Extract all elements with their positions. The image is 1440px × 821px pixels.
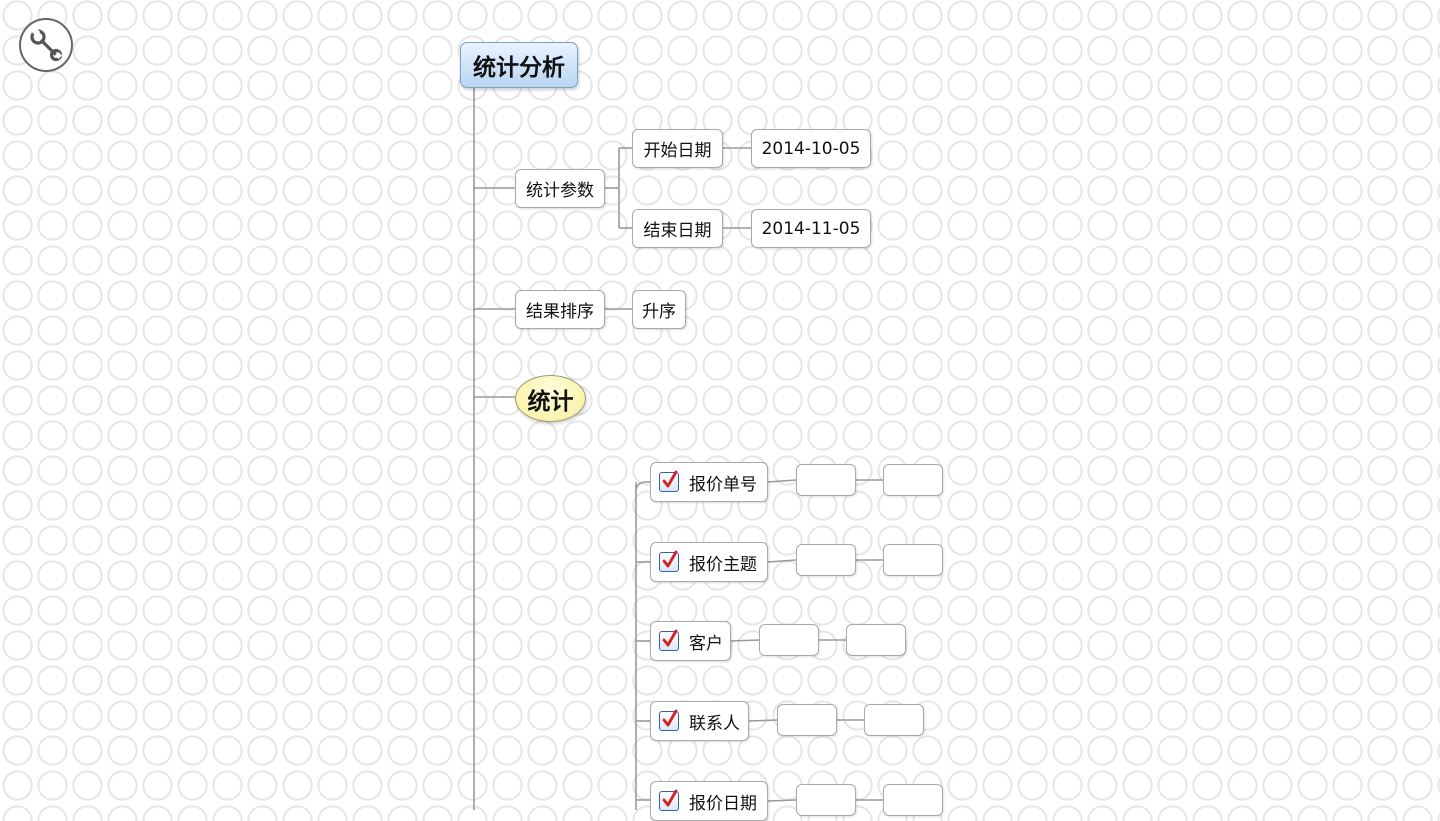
field-value-box[interactable] xyxy=(883,544,943,576)
checkbox-checked-icon[interactable] xyxy=(659,709,679,731)
stats-button[interactable]: 统计 xyxy=(515,375,586,422)
sort-order-value[interactable]: 升序 xyxy=(632,290,686,329)
field-label: 报价主题 xyxy=(689,554,757,575)
checkbox-checked-icon[interactable] xyxy=(659,550,679,572)
start-date-label[interactable]: 开始日期 xyxy=(632,129,723,168)
settings-button[interactable] xyxy=(19,18,73,72)
wrench-icon xyxy=(30,27,63,62)
sort-node[interactable]: 结果排序 xyxy=(515,290,605,329)
checkbox-checked-icon[interactable] xyxy=(659,470,679,492)
field-value-box[interactable] xyxy=(759,624,819,656)
field-value-box[interactable] xyxy=(777,704,837,736)
field-value-box[interactable] xyxy=(883,784,943,816)
field-label: 客户 xyxy=(689,633,723,654)
root-node[interactable]: 统计分析 xyxy=(460,42,578,88)
params-node[interactable]: 统计参数 xyxy=(515,169,605,208)
field-value-box[interactable] xyxy=(796,544,856,576)
field-contact[interactable]: 联系人 xyxy=(650,701,749,741)
field-value-box[interactable] xyxy=(864,704,924,736)
checkbox-checked-icon[interactable] xyxy=(659,789,679,811)
field-label: 报价单号 xyxy=(689,474,757,495)
end-date-value[interactable]: 2014-11-05 xyxy=(751,209,871,248)
field-quote-no[interactable]: 报价单号 xyxy=(650,462,768,502)
field-value-box[interactable] xyxy=(796,784,856,816)
field-label: 报价日期 xyxy=(689,793,757,814)
field-quote-subject[interactable]: 报价主题 xyxy=(650,542,768,582)
field-quote-date[interactable]: 报价日期 xyxy=(650,781,768,821)
field-value-box[interactable] xyxy=(883,464,943,496)
field-label: 联系人 xyxy=(689,713,740,734)
start-date-value[interactable]: 2014-10-05 xyxy=(751,129,871,168)
checkbox-checked-icon[interactable] xyxy=(659,629,679,651)
field-value-box[interactable] xyxy=(796,464,856,496)
end-date-label[interactable]: 结束日期 xyxy=(632,209,723,248)
field-value-box[interactable] xyxy=(846,624,906,656)
field-customer[interactable]: 客户 xyxy=(650,621,731,661)
